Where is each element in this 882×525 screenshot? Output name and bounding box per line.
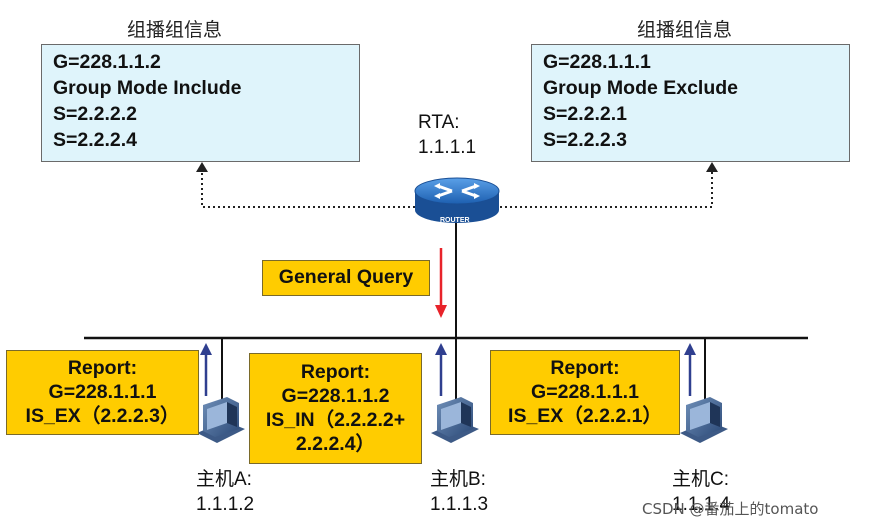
- router-icon-label: ROUTER: [440, 217, 470, 224]
- report-b-line: G=228.1.1.2: [281, 385, 390, 407]
- router-ip: 1.1.1.1: [418, 137, 477, 158]
- left-group-line: S=2.2.2.2: [53, 103, 138, 125]
- left-group-info-box: G=228.1.1.2 Group Mode Include S=2.2.2.2…: [41, 44, 360, 162]
- report-c-line: Report:: [550, 357, 620, 379]
- report-box-b: Report: G=228.1.1.2 IS_IN（2.2.2.2+ 2.2.2…: [249, 353, 422, 464]
- report-box-c: Report: G=228.1.1.1 IS_EX（2.2.2.1）: [490, 350, 680, 435]
- right-group-line: Group Mode Exclude: [543, 77, 739, 99]
- report-b-line: Report:: [300, 361, 371, 383]
- report-c-line: G=228.1.1.1: [531, 381, 639, 403]
- report-b-line: IS_IN（2.2.2.2+: [265, 409, 406, 431]
- host-c-name: 主机C:: [672, 469, 730, 490]
- general-query-label: General Query: [262, 260, 430, 296]
- report-a-line: IS_EX（2.2.2.3）: [25, 405, 180, 427]
- host-a-ip: 1.1.1.2: [196, 494, 255, 515]
- router-icon[interactable]: [414, 177, 500, 223]
- dotted-connector-left: [196, 162, 415, 208]
- right-group-line: S=2.2.2.3: [543, 129, 628, 151]
- router-name: RTA:: [418, 112, 460, 133]
- dotted-connector-right: [500, 162, 718, 208]
- report-arrow-b: [435, 343, 447, 396]
- host-c-ip: 1.1.1.4: [672, 494, 731, 515]
- left-group-line: Group Mode Include: [53, 77, 242, 99]
- report-box-a: Report: G=228.1.1.1 IS_EX（2.2.2.3）: [6, 350, 199, 435]
- right-group-info-box: G=228.1.1.1 Group Mode Exclude S=2.2.2.1…: [531, 44, 850, 162]
- host-a-pc-icon[interactable]: [197, 397, 245, 443]
- host-b-ip: 1.1.1.3: [430, 494, 489, 515]
- host-b-name: 主机B:: [430, 469, 486, 490]
- report-arrow-a: [200, 343, 212, 396]
- right-group-line: S=2.2.2.1: [543, 103, 628, 125]
- report-c-line: IS_EX（2.2.2.1）: [508, 405, 662, 427]
- report-b-line: 2.2.2.4）: [295, 433, 376, 455]
- report-arrow-c: [684, 343, 696, 396]
- left-group-line: G=228.1.1.2: [53, 51, 161, 73]
- host-c-pc-icon[interactable]: [680, 397, 728, 443]
- left-group-title: 组播组信息: [127, 19, 223, 41]
- report-a-line: G=228.1.1.1: [48, 381, 157, 403]
- host-a-name: 主机A:: [196, 469, 252, 490]
- watermark: CSDN @番茄上的tomato: [642, 500, 819, 518]
- left-group-line: S=2.2.2.4: [53, 129, 138, 151]
- right-group-line: G=228.1.1.1: [543, 51, 651, 73]
- right-group-title: 组播组信息: [637, 19, 733, 41]
- host-b-pc-icon[interactable]: [431, 397, 479, 443]
- general-query-arrowhead: [435, 305, 447, 318]
- report-a-line: Report:: [67, 357, 138, 379]
